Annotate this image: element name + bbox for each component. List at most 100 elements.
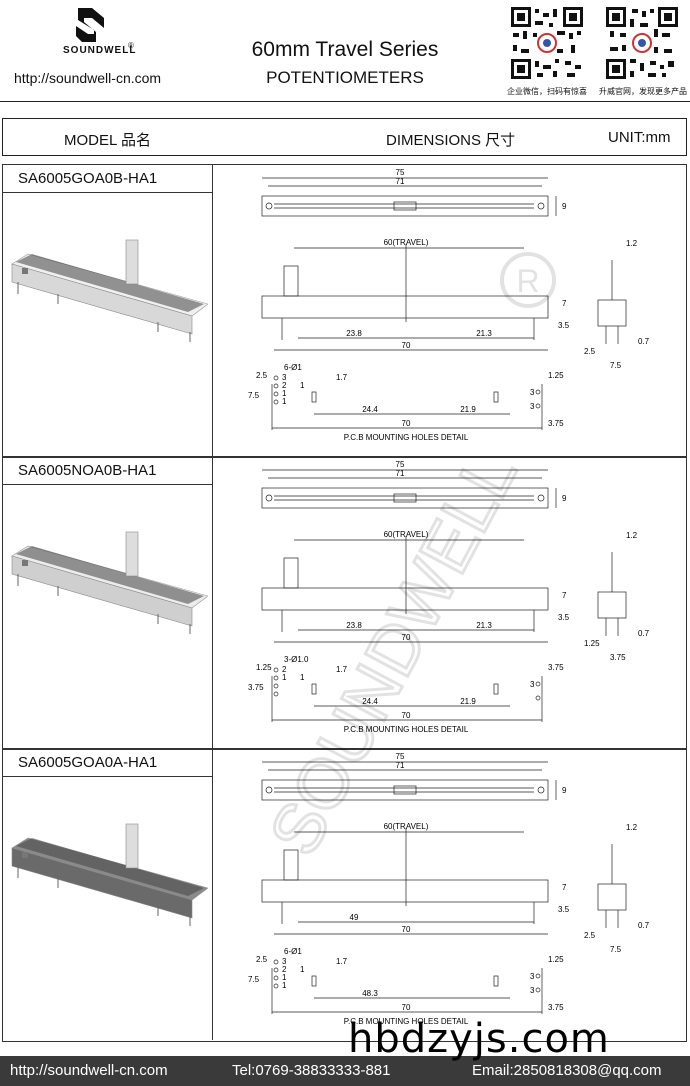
brand-logo: [72, 6, 110, 44]
dim-right-small: 3.75: [548, 663, 564, 672]
dimension-drawing: 75 71 9 60(TRAVEL) 1.2 23.8 21.3 70 7 3.…: [214, 456, 684, 748]
pin-label-right: 3: [530, 402, 535, 411]
dim-travel: 60(TRAVEL): [384, 530, 429, 539]
model-divider: [2, 192, 212, 193]
footer-bar: [0, 1056, 690, 1086]
footer-url[interactable]: http://soundwell-cn.com: [10, 1062, 168, 1079]
dim-pcb-b: 21.9: [460, 697, 476, 706]
pin-label: 1: [282, 389, 287, 398]
dim-side-h1: 7: [562, 883, 567, 892]
dim-top-outer: 75: [396, 168, 405, 177]
dim-left-large: 7.5: [248, 391, 260, 400]
qr-code-right[interactable]: [604, 5, 680, 81]
header-divider: [0, 101, 690, 102]
dim-right-large: 3.75: [548, 1003, 564, 1012]
pin-label: 1: [282, 981, 287, 990]
dim-top-height: 9: [562, 202, 567, 211]
dimension-drawing: 75 71 9 60(TRAVEL) 1.2 23.8 21.3 70 7 3.…: [214, 164, 684, 456]
qr-caption-left: 企业微信，扫码有惊喜: [507, 87, 587, 96]
pcb-caption: P.C.B MOUNTING HOLES DETAIL: [344, 433, 469, 442]
dim-side-w1: 0.7: [638, 921, 650, 930]
pin-label-right: 3: [530, 986, 535, 995]
dim-side-w3: 7.5: [610, 945, 622, 954]
dim-side-h1: 7: [562, 299, 567, 308]
footer-email[interactable]: Email:2850818308@qq.com: [472, 1062, 662, 1079]
pcb-caption: P.C.B MOUNTING HOLES DETAIL: [344, 1017, 469, 1026]
page-title: 60mm Travel Series: [251, 38, 439, 61]
pin-label: 3: [282, 957, 287, 966]
pin-label: 3: [282, 373, 287, 382]
pin-label-right: 3: [530, 972, 535, 981]
pin-label: 2: [282, 965, 287, 974]
dim-pin-width: 1.2: [626, 531, 638, 540]
model-name[interactable]: SA6005GOA0A-HA1: [18, 754, 158, 771]
dim-mid-a: 23.8: [346, 329, 362, 338]
holes-spec: 3-Ø1.0: [284, 655, 309, 664]
dim-top-outer: 75: [396, 460, 405, 469]
dim-travel: 60(TRAVEL): [384, 238, 429, 247]
dim-mid-b: 21.3: [476, 621, 492, 630]
pin-label: 2: [282, 665, 287, 674]
product-photo: [8, 516, 209, 636]
header-url[interactable]: http://soundwell-cn.com: [14, 70, 162, 86]
page-subtitle: POTENTIOMETERS: [266, 68, 424, 87]
dim-pin-width: 1.2: [626, 823, 638, 832]
dim-mid-a: 49: [350, 913, 359, 922]
site-watermark-text: hbdzyjs.com: [348, 1016, 610, 1062]
model-name[interactable]: SA6005GOA0B-HA1: [18, 170, 158, 187]
product-section: [2, 456, 687, 750]
holes-spec: 6-Ø1: [284, 363, 302, 372]
column-model: MODEL 品名: [64, 132, 151, 149]
dim-mid-b: 21.3: [476, 329, 492, 338]
dim-right-small: 1.25: [548, 955, 564, 964]
dim-pcb-a: 24.4: [362, 405, 378, 414]
dim-mid-a: 23.8: [346, 621, 362, 630]
holes-spec: 6-Ø1: [284, 947, 302, 956]
pin-label: 1: [282, 397, 287, 406]
product-photo: [8, 808, 209, 928]
model-divider: [2, 484, 212, 485]
dim-one: 1: [300, 381, 305, 390]
dim-side-w1: 0.7: [638, 337, 650, 346]
dim-mid-total: 70: [402, 633, 411, 642]
qr-code-left[interactable]: [509, 5, 585, 81]
footer-tel: Tel:0769-38833333-881: [232, 1062, 391, 1079]
dim-left-small: 2.5: [256, 371, 268, 380]
dim-side-h1: 7: [562, 591, 567, 600]
dim-side-w2: 2.5: [584, 931, 596, 940]
pin-label: 2: [282, 381, 287, 390]
dim-top-inner: 71: [396, 761, 405, 770]
model-name[interactable]: SA6005NOA0B-HA1: [18, 462, 157, 479]
qr-caption-right: 升威官网，发现更多产品: [599, 87, 687, 96]
dim-left-large: 7.5: [248, 975, 260, 984]
dim-side-w2: 1.25: [584, 639, 600, 648]
dim-pcb-total: 70: [402, 419, 411, 428]
dim-left-small: 1.25: [256, 663, 272, 672]
dim-side-w2: 2.5: [584, 347, 596, 356]
dim-pcb-a: 48.3: [362, 989, 378, 998]
dim-left-large: 3.75: [248, 683, 264, 692]
dim-pcb-total: 70: [402, 711, 411, 720]
dim-travel: 60(TRAVEL): [384, 822, 429, 831]
dim-left-small: 2.5: [256, 955, 268, 964]
dim-side-w3: 3.75: [610, 653, 626, 662]
pin-label-right: 3: [530, 680, 535, 689]
pin-label: 1: [282, 673, 287, 682]
section-divider: [212, 456, 213, 748]
dimension-drawing: 75 71 9 60(TRAVEL) 1.2 49 70 7 3.5 0.7 2…: [214, 748, 684, 1040]
dim-top-outer: 75: [396, 752, 405, 761]
dim-right-large: 3.75: [548, 419, 564, 428]
dim-top-inner: 71: [396, 469, 405, 478]
dim-pcb-a: 24.4: [362, 697, 378, 706]
dim-pcb-b: 21.9: [460, 405, 476, 414]
dim-top-inner: 71: [396, 177, 405, 186]
pin-label-right: 3: [530, 388, 535, 397]
product-section: [2, 164, 687, 458]
dim-side-w3: 7.5: [610, 361, 622, 370]
dim-h17: 1.7: [336, 665, 348, 674]
dim-top-height: 9: [562, 786, 567, 795]
registered-mark: ®: [128, 41, 134, 50]
pcb-caption: P.C.B MOUNTING HOLES DETAIL: [344, 725, 469, 734]
dim-one: 1: [300, 673, 305, 682]
dim-side-h2: 3.5: [558, 613, 570, 622]
